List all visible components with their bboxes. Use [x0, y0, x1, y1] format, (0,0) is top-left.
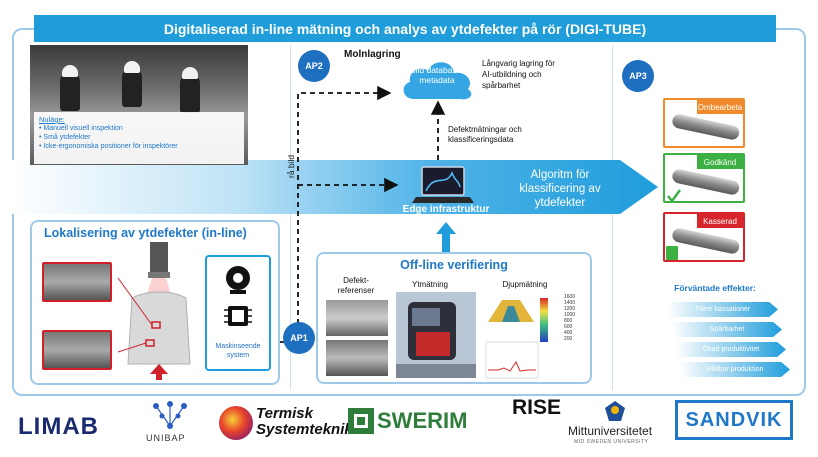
edge-label: Edge infrastruktur: [402, 204, 490, 215]
ap1-badge: AP1: [283, 322, 315, 354]
logo-termisk: Termisk Systemteknik: [256, 405, 353, 438]
effect-item: Färre kassationer: [668, 302, 778, 317]
logo-sandvik: SANDVIK: [675, 400, 793, 440]
localisation-title: Lokalisering av ytdefekter (in-line): [44, 226, 247, 240]
logo-unibap: UNIBAP: [146, 433, 186, 443]
offline-label-depth: Djupmätning: [502, 280, 548, 289]
logo-swerim-mark: [348, 408, 374, 434]
current-state-title: Nuläge:: [39, 115, 65, 124]
flow-arrow: [10, 160, 658, 214]
diagram-title: Digitaliserad in-line mätning och analys…: [34, 15, 776, 42]
ap3-badge: AP3: [622, 60, 654, 92]
offline-title: Off-line verifiering: [400, 258, 508, 272]
current-state-item: Icke-ergonomiska positioner för inspektö…: [39, 142, 239, 151]
offline-box: [316, 252, 592, 384]
depth-measurement-plots: [485, 298, 548, 379]
cloud-icon: [403, 62, 472, 100]
logo-miun-mark: [605, 401, 625, 421]
current-state-box: Nuläge: Manuell visuell inspektion Små y…: [34, 112, 244, 164]
logo-termisk-mark: [219, 406, 253, 440]
logo-miun: Mittuniversitetet: [568, 424, 653, 438]
cloud-label: Bild databas + metadata: [409, 65, 465, 85]
effect-item: Hållbar produktion: [680, 362, 790, 377]
effect-item: Spårbarhet: [672, 322, 782, 337]
tube-icons: [666, 114, 740, 260]
effects-title: Förväntade effekter:: [674, 283, 756, 293]
laptop-icon: [412, 166, 474, 203]
logo-swerim: SWERIM: [377, 408, 468, 433]
cloud-section-title: Molnlagring: [344, 49, 401, 60]
surface-measurement-device: [396, 292, 476, 378]
logo-miun-sub: MID SWEDEN UNIVERSITY: [574, 439, 649, 445]
reference-image-2: [326, 340, 388, 376]
ap2-badge: AP2: [298, 50, 330, 82]
webcam-chip-icons: [224, 266, 252, 326]
upload-text: Defektmätningar och klassificeringsdata: [448, 125, 522, 144]
raw-image-label: rå bild: [286, 154, 296, 178]
outcome-rework-label: Ombearbeta: [697, 100, 743, 114]
current-state-item: Manuell visuell inspektion: [39, 124, 239, 133]
outcome-approved-label: Godkänd: [697, 155, 743, 169]
machine-vision-box: [205, 255, 271, 371]
logo-limab: LIMAB: [18, 413, 99, 440]
localisation-box: [30, 220, 280, 385]
outcome-scrapped-label: Kasserad: [697, 214, 743, 228]
column-divider-1: [290, 45, 291, 390]
defect-image-2: [42, 330, 112, 370]
algorithm-text: Algoritm för klassificering av ytdefekte…: [519, 169, 601, 209]
machine-vision-text: Maskinseende system: [215, 343, 261, 359]
upload-arrow: [430, 100, 446, 160]
logo-rise: RISE: [512, 396, 562, 419]
offline-label-references: Defekt-referenser: [337, 276, 375, 295]
offline-label-surface: Ytmätning: [411, 280, 449, 289]
verification-arrow: [436, 222, 456, 254]
tube-camera-illustration: [117, 242, 191, 380]
reference-image-1: [326, 300, 388, 336]
effect-item: Ökad produktivitet: [676, 342, 786, 357]
defect-image-1: [42, 262, 112, 302]
logo-unibap-mark: [153, 401, 187, 429]
storage-text: Långvarig lagring för AI-utbildning och …: [482, 59, 555, 90]
column-divider-2: [612, 45, 613, 390]
current-state-item: Små ytdefekter: [39, 133, 239, 142]
